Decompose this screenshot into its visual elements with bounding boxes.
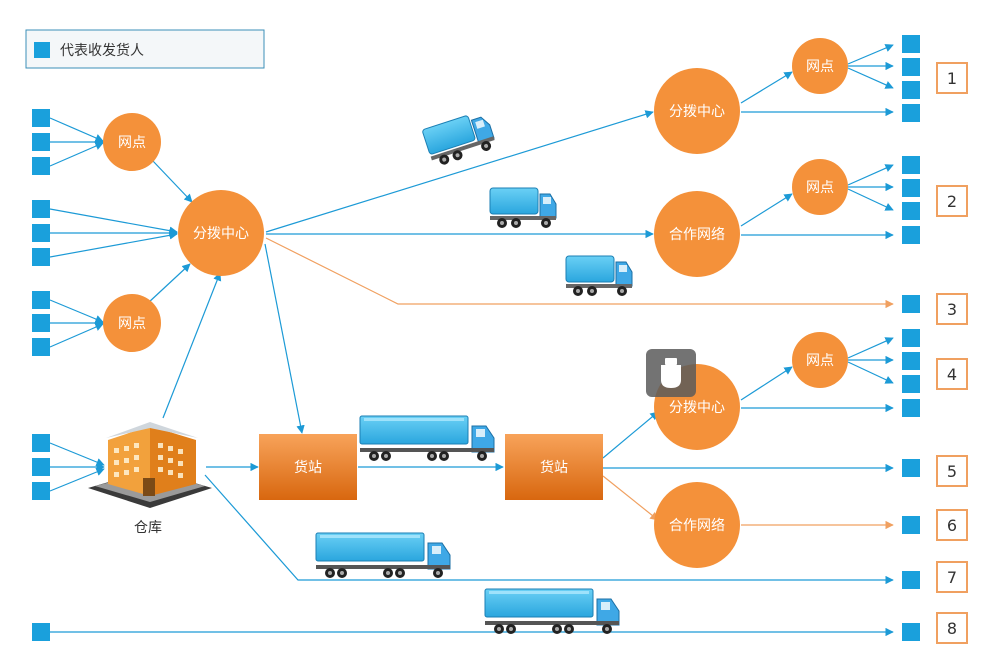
consignee-square-icon xyxy=(902,35,920,53)
svg-text:4: 4 xyxy=(947,365,957,384)
svg-text:1: 1 xyxy=(947,69,957,88)
consignee-square-icon xyxy=(902,295,920,313)
route-number-6: 6 xyxy=(936,509,968,541)
consignee-square-icon xyxy=(902,81,920,99)
shipper-square-icon xyxy=(32,157,50,175)
shipper-square-icon xyxy=(32,200,50,218)
outlet-node: 网点 xyxy=(103,294,161,352)
shipper-square-icon xyxy=(32,482,50,500)
hub-node: 分拨中心 xyxy=(654,68,740,154)
svg-text:3: 3 xyxy=(947,300,957,319)
shipper-square-icon xyxy=(32,623,50,641)
consignee-square-icon xyxy=(902,623,920,641)
route-number-5: 5 xyxy=(936,455,968,487)
svg-text:7: 7 xyxy=(947,568,957,587)
hub-label: 分拨中心 xyxy=(669,104,725,120)
outlet-node: 网点 xyxy=(103,113,161,171)
legend-square-icon xyxy=(34,42,50,58)
container-truck-icon xyxy=(315,532,451,579)
consignee-square-icon xyxy=(902,104,920,122)
partner-network-node: 合作网络 xyxy=(654,482,740,568)
box-truck-icon xyxy=(565,255,633,297)
outlet-label: 网点 xyxy=(806,59,834,75)
shipper-square-icon xyxy=(32,133,50,151)
shipper-square-icon xyxy=(32,314,50,332)
partner-network-node: 合作网络 xyxy=(654,191,740,277)
consignee-square-icon xyxy=(902,226,920,244)
usb-drive-icon[interactable] xyxy=(646,349,696,397)
warehouse-label: 仓库 xyxy=(134,520,162,536)
freight-station-node: 货站 xyxy=(259,434,357,500)
container-truck-icon xyxy=(359,415,495,462)
svg-text:5: 5 xyxy=(947,462,957,481)
consignee-square-icon xyxy=(902,399,920,417)
shipper-square-icon xyxy=(32,434,50,452)
svg-text:8: 8 xyxy=(947,619,957,638)
partner-label: 合作网络 xyxy=(669,227,725,243)
consignee-square-icon xyxy=(902,459,920,477)
outlet-label: 网点 xyxy=(806,180,834,196)
station-label: 货站 xyxy=(540,459,568,476)
freight-station-node: 货站 xyxy=(505,434,603,500)
consignee-square-icon xyxy=(902,202,920,220)
box-truck-icon xyxy=(421,109,498,169)
outlet-label: 网点 xyxy=(118,135,146,151)
container-truck-icon xyxy=(484,588,620,635)
shipper-square-icon xyxy=(32,109,50,127)
consignee-square-icon xyxy=(902,516,920,534)
connection-lines xyxy=(49,44,894,637)
legend: 代表收发货人 xyxy=(25,29,265,69)
box-truck-icon xyxy=(489,187,557,229)
hub-label: 分拨中心 xyxy=(193,226,249,242)
shipper-square-icon xyxy=(32,291,50,309)
legend-label: 代表收发货人 xyxy=(60,42,144,59)
route-number-3: 3 xyxy=(936,293,968,325)
hub-label: 分拨中心 xyxy=(669,400,725,416)
consignee-square-icon xyxy=(902,58,920,76)
building-icon xyxy=(88,422,212,508)
shipper-square-icon xyxy=(32,248,50,266)
svg-text:2: 2 xyxy=(947,192,957,211)
consignee-square-icon xyxy=(902,571,920,589)
partner-label: 合作网络 xyxy=(669,518,725,534)
outlet-node: 网点 xyxy=(792,159,848,215)
shipper-squares xyxy=(32,35,920,641)
outlet-node: 网点 xyxy=(792,38,848,94)
outlet-label: 网点 xyxy=(806,353,834,369)
shipper-square-icon xyxy=(32,458,50,476)
warehouse-node: 仓库 xyxy=(88,422,212,536)
consignee-square-icon xyxy=(902,329,920,347)
outlet-node: 网点 xyxy=(792,332,848,388)
shipper-square-icon xyxy=(32,224,50,242)
shipper-square-icon xyxy=(32,338,50,356)
outlet-label: 网点 xyxy=(118,316,146,332)
route-number-2: 2 xyxy=(936,185,968,217)
svg-text:6: 6 xyxy=(947,516,957,535)
route-number-8: 8 xyxy=(936,612,968,644)
route-number-boxes: 1 2 3 4 5 6 7 8 xyxy=(936,62,968,644)
consignee-square-icon xyxy=(902,352,920,370)
consignee-square-icon xyxy=(902,156,920,174)
hub-node: 分拨中心 xyxy=(178,190,264,276)
consignee-square-icon xyxy=(902,179,920,197)
route-number-4: 4 xyxy=(936,358,968,390)
consignee-square-icon xyxy=(902,375,920,393)
route-number-7: 7 xyxy=(936,561,968,593)
route-number-1: 1 xyxy=(936,62,968,94)
station-label: 货站 xyxy=(294,459,322,476)
orange-lines xyxy=(265,237,894,530)
